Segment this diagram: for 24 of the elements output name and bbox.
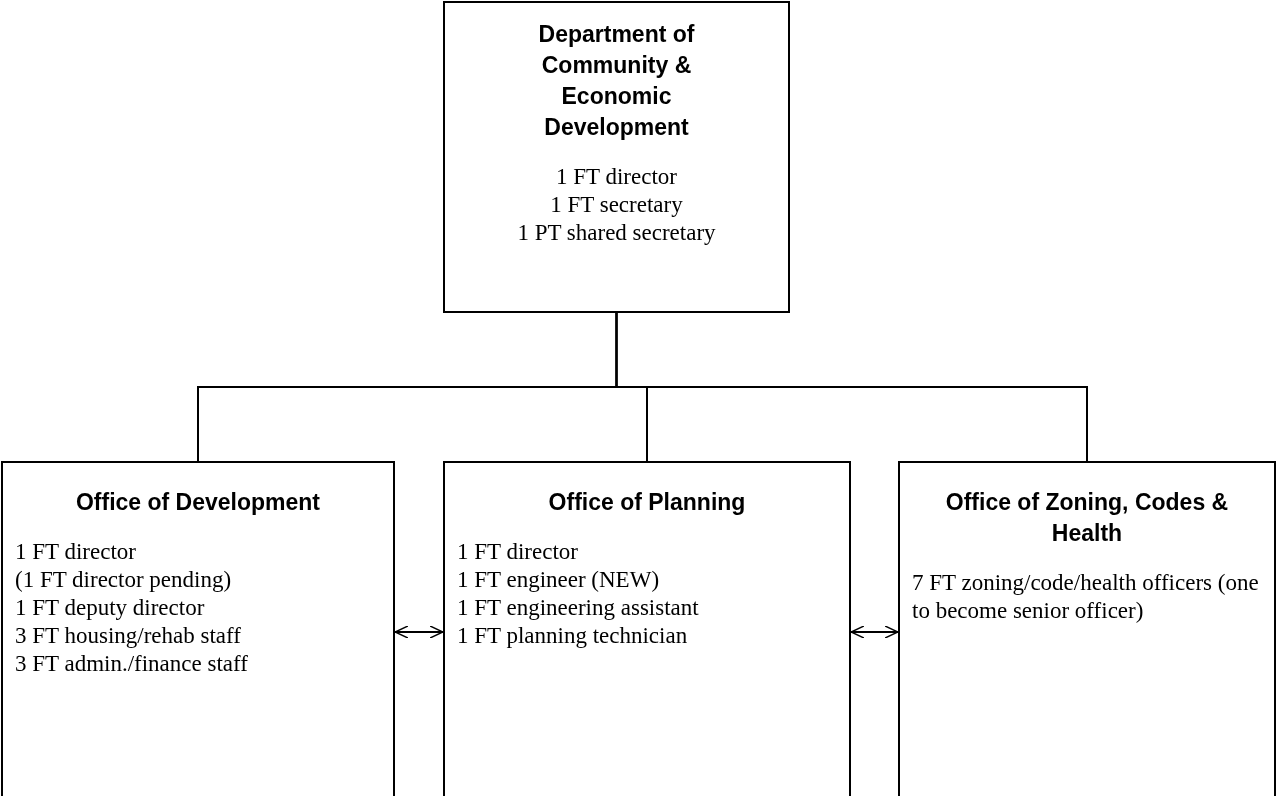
staff-line: 1 PT shared secretary [517,219,716,247]
double-arrow [850,625,899,639]
staff-line: 1 FT engineering assistant [457,594,699,622]
connector-line [615,312,1088,462]
staff-line: 3 FT admin./finance staff [15,650,248,678]
org-box [443,461,851,796]
office-title: Office of Zoning, Codes & Health [944,488,1230,548]
staff-line: 1 FT director [15,538,136,566]
staff-line: (1 FT director pending) [15,566,232,594]
office-title: Office of Development [75,488,321,517]
staff-line: 1 FT director [556,163,677,191]
org-box [1,461,395,796]
org-box [443,1,790,313]
org-box [898,461,1276,796]
office-title: Office of Planning [548,488,746,517]
office-title: Department of Community & Economic Development [537,20,696,142]
staff-line: 1 FT engineer (NEW) [457,566,660,594]
staff-line: 1 FT planning technician [457,622,688,650]
staff-line: 1 FT secretary [550,191,683,219]
staff-line: 1 FT deputy director [15,594,205,622]
staff-line: 7 FT zoning/code/health officers (one to become senior officer) [912,569,1260,625]
staff-line: 3 FT housing/rehab staff [15,622,241,650]
staff-line: 1 FT director [457,538,578,566]
double-arrow [394,625,444,639]
